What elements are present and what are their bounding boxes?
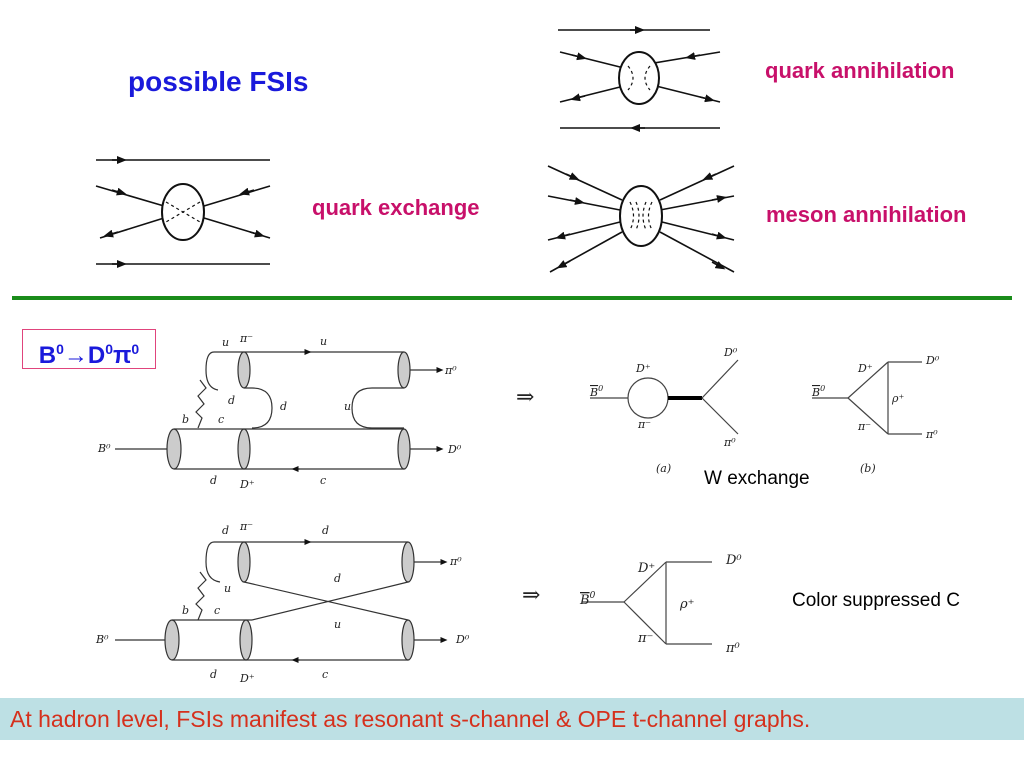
decay-pi-sup: 0 [131, 341, 140, 357]
quark-exchange-label: quark exchange [312, 195, 480, 220]
quark-exchange-diagram [95, 156, 271, 268]
label-b-1: b [182, 413, 189, 426]
label-D0-2: D⁰ [455, 633, 470, 646]
hadron-diagram-a-labels: B0 D⁺ π⁻ D⁰ π⁰ (a) [589, 346, 738, 475]
footer-text: At hadron level, FSIs manifest as resona… [10, 706, 811, 732]
label-c-4: c [322, 668, 328, 681]
label-d-2: d [280, 400, 287, 413]
label-B0-2: B⁰ [95, 633, 109, 646]
implies-arrow-2: ⇒ [522, 583, 540, 608]
label-d-1: d [228, 394, 235, 407]
hadron-diagram-a [590, 359, 739, 435]
label-u-4: u [224, 582, 231, 595]
label-d-3: d [210, 474, 217, 487]
decay-d-sup: 0 [105, 341, 114, 357]
label-d-5: d [322, 524, 329, 537]
label-rho-plus-b: ρ⁺ [891, 392, 904, 405]
label-Dplus-2: D⁺ [239, 672, 255, 685]
label-D0-a: D⁰ [723, 346, 738, 359]
label-u-5: u [334, 618, 341, 631]
implies-arrow-1: ⇒ [516, 385, 534, 410]
hadron-diagram-b-labels: B0 D⁺ ρ⁺ π⁻ D⁰ π⁰ (b) [811, 354, 940, 475]
label-d-4: d [222, 524, 229, 537]
label-pi-zero-c: π⁰ [725, 641, 741, 656]
footer-bar [0, 698, 1024, 740]
color-suppressed-label: Color suppressed C [792, 590, 960, 611]
quark-diagram-color-suppressed [115, 539, 448, 663]
label-pi-minus-a: π⁻ [637, 418, 651, 431]
decay-b-sup: 0 [56, 341, 64, 357]
hadron-diagram-c-labels: B0 D⁺ ρ⁺ π⁻ D⁰ π⁰ [579, 553, 742, 656]
decay-arrow: → [63, 342, 88, 369]
label-b-panel: (b) [860, 462, 876, 475]
label-Bbar-a: B0 [589, 384, 603, 399]
hadron-diagram-b [812, 361, 922, 435]
label-pi-zero-1: π⁰ [444, 364, 457, 377]
label-a: (a) [656, 462, 671, 475]
quark-diagram-w-exchange [115, 349, 444, 472]
label-d-7: d [210, 668, 217, 681]
label-pi-minus-2: π⁻ [239, 520, 253, 533]
label-Bbar-c: B0 [579, 591, 596, 608]
label-D0-b: D⁰ [925, 354, 940, 367]
decay-b: B [38, 342, 57, 369]
label-d-6: d [334, 572, 341, 585]
label-pi-zero-a: π⁰ [723, 436, 736, 449]
label-Dplus-c: D⁺ [637, 561, 655, 576]
decay-pi: π [113, 342, 132, 369]
label-pi-minus-b: π⁻ [857, 420, 871, 433]
label-Dplus-1: D⁺ [239, 478, 255, 491]
label-c-2: c [320, 474, 326, 487]
quark-diagram-w-exchange-labels: u π⁻ u π⁰ d d u b c B⁰ D⁰ d D⁺ c [97, 332, 462, 491]
w-exchange-label: W exchange [704, 468, 810, 489]
label-u-2: u [320, 335, 327, 348]
label-Dplus-b: D⁺ [857, 362, 873, 375]
label-pi-zero-2: π⁰ [449, 555, 462, 568]
label-u-3: u [344, 400, 351, 413]
label-pi-zero-b: π⁰ [925, 428, 938, 441]
label-pi-minus-1: π⁻ [239, 332, 253, 345]
label-Dplus-a: D⁺ [635, 362, 651, 375]
section-divider [12, 296, 1012, 300]
label-c-1: c [218, 413, 224, 426]
label-u-1: u [222, 336, 229, 349]
label-D0-1: D⁰ [447, 443, 462, 456]
hadron-diagram-c [582, 561, 712, 645]
label-Bbar-b: B0 [811, 384, 825, 399]
label-D0-c: D⁰ [725, 553, 742, 568]
decay-d: D [87, 342, 106, 369]
label-B0-1: B⁰ [97, 442, 111, 455]
quark-diagram-color-suppressed-labels: d π⁻ d π⁰ u d b c u B⁰ D⁰ d D⁺ c [95, 520, 470, 685]
meson-annihilation-diagram [547, 165, 735, 273]
quark-annihilation-diagram [558, 26, 721, 132]
decay-label-box: B0→D0π0 [22, 329, 156, 369]
page-title: possible FSIs [128, 66, 309, 97]
meson-annihilation-label: meson annihilation [766, 202, 967, 227]
label-rho-plus-c: ρ⁺ [679, 597, 695, 612]
label-c-3: c [214, 604, 220, 617]
label-pi-minus-c: π⁻ [637, 631, 653, 646]
quark-annihilation-label: quark annihilation [765, 58, 955, 83]
label-b-2: b [182, 604, 189, 617]
